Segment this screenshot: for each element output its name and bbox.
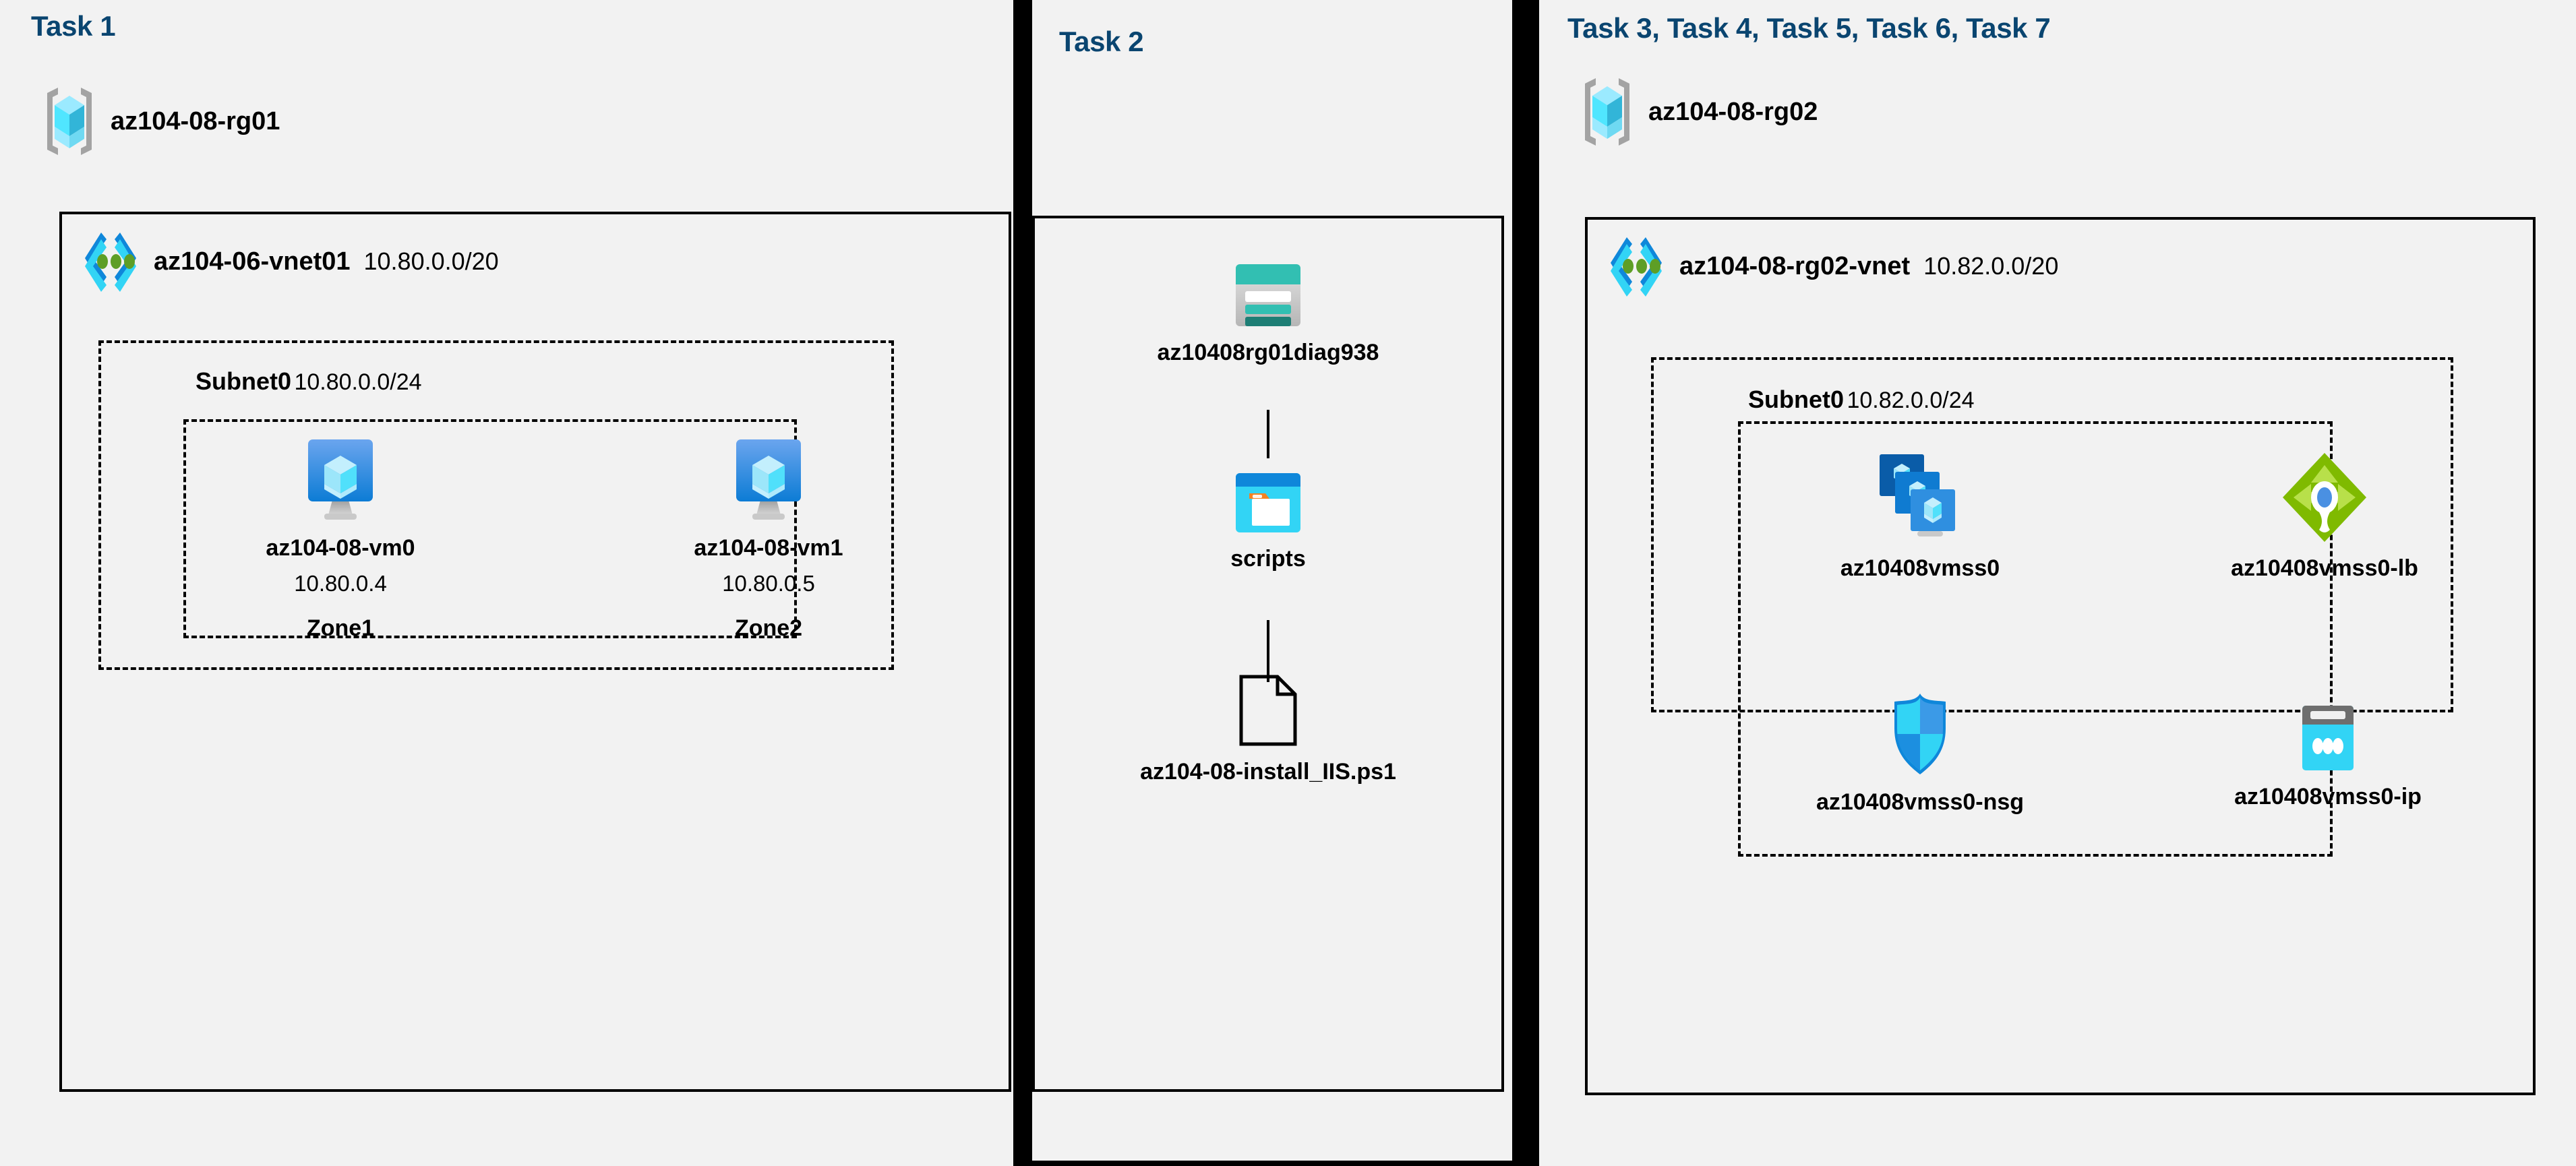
- vmss-resource-group-box: [1738, 421, 2333, 857]
- connector-scripts-to-file: [1267, 620, 1269, 682]
- public-ip-address-icon: [2297, 704, 2359, 772]
- vnet-cidr-1: 10.80.0.0/20: [363, 247, 499, 275]
- subnet-cidr-2: 10.82.0.0/24: [1847, 388, 1975, 413]
- column-task1: Task 1 az104-08-rg01: [0, 0, 1013, 1166]
- subnet-name-1: Subnet0: [196, 367, 292, 395]
- node-vm1[interactable]: az104-08-vm1 10.80.0.5 Zone2: [681, 438, 856, 642]
- node-label-script-file: az104-08-install_IIS.ps1: [1140, 759, 1396, 785]
- vnet-header-1: az104-06-vnet01 10.80.0.0/20: [81, 233, 499, 292]
- node-storage-account[interactable]: az10408rg01diag938: [1154, 263, 1383, 366]
- subnet-header-2: Subnet0 10.82.0.0/24: [1748, 386, 1975, 414]
- column-task357: Task 3, Task 4, Task 5, Task 6, Task 7 a…: [1539, 0, 2576, 1166]
- node-ip-vm0: 10.80.0.4: [294, 571, 387, 596]
- vm-scale-set-icon: [1873, 452, 1967, 543]
- node-ip-vm1: 10.80.0.5: [722, 571, 815, 596]
- connector-storage-to-scripts: [1267, 410, 1269, 458]
- node-label-network-security-group: az10408vmss0-nsg: [1816, 789, 2025, 815]
- file-icon: [1238, 674, 1298, 747]
- vnet-boundary-box-2: [1585, 217, 2536, 1095]
- node-vm0[interactable]: az104-08-vm0 10.80.0.4 Zone1: [253, 438, 428, 642]
- resource-group-icon: [1581, 75, 1634, 148]
- node-label-load-balancer: az10408vmss0-lb: [2231, 555, 2418, 581]
- node-script-file[interactable]: az104-08-install_IIS.ps1: [1113, 674, 1423, 785]
- resource-group-icon: [43, 85, 96, 158]
- task-title-task2: Task 2: [1059, 26, 1144, 57]
- node-load-balancer[interactable]: az10408vmss0-lb: [2213, 452, 2436, 582]
- column-divider-1: [1013, 0, 1032, 1166]
- resource-group-header-rg02: az104-08-rg02: [1581, 75, 1818, 148]
- vnet-name-2: az104-08-rg02-vnet: [1679, 251, 1911, 280]
- column-task2: Task 2 az10408rg01diag938: [1032, 0, 1512, 1166]
- node-label-storage-account: az10408rg01diag938: [1157, 340, 1379, 365]
- node-vm-scale-set[interactable]: az10408vmss0: [1809, 452, 2031, 582]
- node-label-vm0: az104-08-vm0: [266, 535, 415, 561]
- node-zone-vm0: Zone1: [306, 615, 375, 641]
- task2-boundary-box: [1032, 216, 1504, 1092]
- node-label-vm1: az104-08-vm1: [694, 535, 843, 561]
- task-title-task357: Task 3, Task 4, Task 5, Task 6, Task 7: [1567, 12, 2051, 44]
- subnet-name-2: Subnet0: [1748, 386, 1845, 413]
- blob-container-icon: [1234, 472, 1302, 534]
- vnet-boundary-box-1: [59, 212, 1011, 1092]
- subnet-header-1: Subnet0 10.80.0.0/24: [196, 367, 422, 396]
- virtual-machine-icon: [304, 438, 377, 523]
- subnet-boundary-box-2: [1651, 357, 2453, 712]
- availability-zone-group-box: [183, 419, 797, 638]
- bottom-rule-task2: [1032, 1161, 1512, 1166]
- resource-group-label-rg02: az104-08-rg02: [1648, 97, 1818, 126]
- node-label-blob-container: scripts: [1230, 546, 1306, 572]
- node-label-public-ip-address: az10408vmss0-ip: [2234, 784, 2422, 809]
- node-public-ip-address[interactable]: az10408vmss0-ip: [2217, 704, 2439, 810]
- virtual-network-icon: [81, 233, 140, 292]
- virtual-machine-icon: [732, 438, 805, 523]
- vnet-header-2: az104-08-rg02-vnet 10.82.0.0/20: [1607, 237, 2059, 297]
- node-network-security-group[interactable]: az10408vmss0-nsg: [1802, 691, 2038, 816]
- column-divider-2: [1512, 0, 1539, 1166]
- node-label-vm-scale-set: az10408vmss0: [1840, 555, 2000, 581]
- load-balancer-icon: [2281, 452, 2368, 543]
- vnet-name-1: az104-06-vnet01: [154, 247, 351, 276]
- network-security-group-icon: [1889, 691, 1951, 777]
- node-blob-container[interactable]: scripts: [1154, 472, 1383, 572]
- resource-group-label-rg01: az104-08-rg01: [111, 106, 280, 135]
- virtual-network-icon: [1607, 237, 1666, 297]
- storage-account-icon: [1234, 263, 1302, 328]
- node-zone-vm1: Zone2: [734, 615, 803, 641]
- subnet-boundary-box-1: [98, 340, 894, 670]
- subnet-cidr-1: 10.80.0.0/24: [294, 369, 422, 395]
- task-title-task1: Task 1: [31, 10, 116, 42]
- vnet-cidr-2: 10.82.0.0/20: [1923, 252, 2059, 280]
- resource-group-header-rg01: az104-08-rg01: [43, 85, 280, 158]
